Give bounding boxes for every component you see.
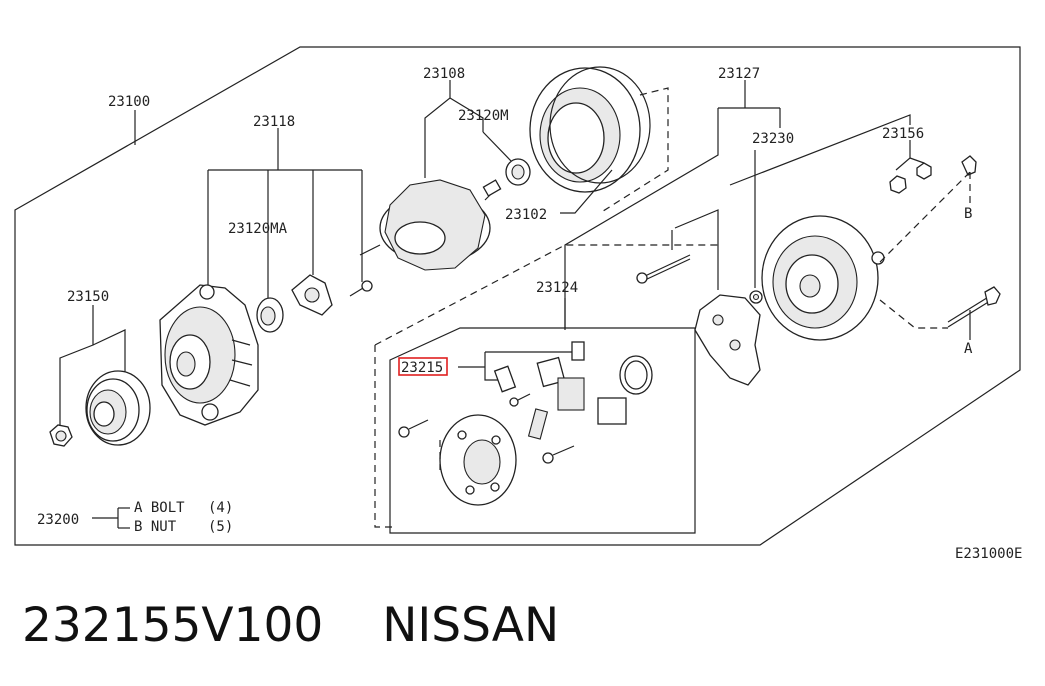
label-23118: 23118 [253, 114, 295, 130]
label-23230: 23230 [752, 131, 794, 147]
leader-23127-a [564, 108, 719, 330]
rear-bearing [505, 158, 531, 186]
ref-label-b: B [964, 206, 972, 222]
dashed-outline-2 [374, 244, 720, 346]
terminal-stud-b [961, 155, 977, 176]
through-bolt [636, 254, 691, 284]
terminal-nut-1 [889, 175, 907, 194]
label-23100: 23100 [108, 94, 150, 110]
leader-23120M [482, 131, 513, 163]
label-23120MA: 23120MA [228, 221, 288, 237]
leader-23156-frame [729, 114, 911, 186]
label-nut-b: B NUT [134, 519, 177, 535]
front-bearing [256, 297, 284, 333]
pulley-nut [49, 424, 73, 447]
diagram-code: E231000E [955, 546, 1022, 562]
rear-housing [761, 215, 885, 341]
seal-ring [619, 355, 653, 395]
label-23150: 23150 [67, 289, 109, 305]
leader-23108-a [424, 80, 451, 178]
leader-23102 [560, 169, 613, 214]
retainer-screw [349, 280, 373, 297]
leader-23215-b [484, 352, 500, 381]
brush-screw-2 [398, 419, 429, 438]
rectifier [694, 294, 761, 386]
label-bolt-qty: (4) [208, 500, 233, 516]
label-23120M: 23120M [458, 108, 509, 124]
brush-holder-box [389, 327, 696, 534]
label-23127: 23127 [718, 66, 760, 82]
label-23108: 23108 [423, 66, 465, 82]
rear-cover-plate [439, 414, 517, 506]
leader-23156-a [895, 140, 911, 171]
outer-frame [14, 46, 1021, 546]
label-bolt-a: A BOLT [134, 500, 185, 516]
label-23215: 23215 [401, 360, 443, 376]
label-23200: 23200 [37, 512, 79, 528]
leader-23150-a [59, 305, 94, 425]
label-nut-qty: (5) [208, 519, 233, 535]
dashed-outline-1 [374, 345, 392, 528]
front-housing [159, 284, 259, 426]
b-dashed-link [879, 171, 971, 263]
rotor [359, 179, 502, 271]
mount-bolt [947, 286, 1001, 328]
retainer-plate [291, 274, 333, 316]
part-number: 232155V100 [22, 598, 324, 653]
brand-name: NISSAN [382, 598, 560, 653]
pulley [85, 370, 151, 446]
leader-23108-b [449, 97, 484, 132]
label-23124: 23124 [536, 280, 578, 296]
brush-screw-1 [509, 393, 531, 407]
terminal-washer [749, 290, 763, 304]
stator [529, 66, 651, 193]
label-23102: 23102 [505, 207, 547, 223]
label-23156: 23156 [882, 126, 924, 142]
brush-screw-3 [542, 445, 575, 464]
ref-label-a: A [964, 341, 973, 357]
a-dashed-link [879, 299, 948, 329]
stator-dashed [599, 87, 669, 214]
leader-bolt-dash [674, 209, 719, 290]
leader-23150-b [92, 329, 126, 380]
terminal-nut-2 [916, 162, 932, 180]
leader-23156-b [909, 157, 925, 164]
brush-holder [493, 341, 627, 440]
footer-caption: 232155V100 NISSAN [22, 598, 559, 658]
alternator-exploded-diagram: 23100 23118 23108 23120M 23102 23127 232… [14, 46, 1022, 562]
highlight-box-23215 [398, 357, 448, 376]
